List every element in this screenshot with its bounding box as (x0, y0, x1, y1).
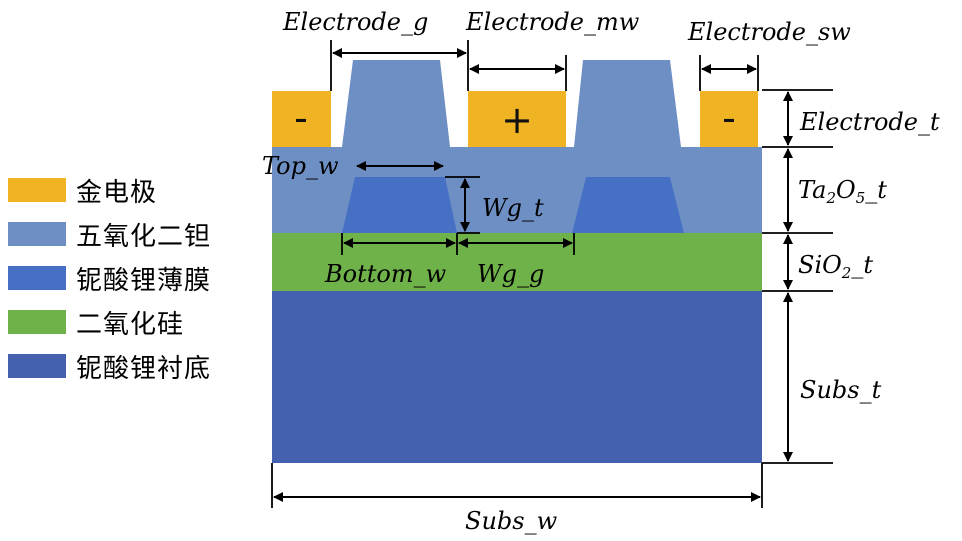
dimension-arrows (273, 48, 793, 502)
subs-w-label: Subs_w (465, 507, 558, 535)
legend-item-ln-film: 铌酸锂薄膜 (8, 260, 211, 296)
legend-label-sio2: 二氧化硅 (76, 309, 185, 340)
electrode-middle (468, 91, 566, 147)
wg-g-label: Wg_g (477, 260, 544, 288)
ta2o5-ridge-left (342, 60, 450, 147)
legend: 金电极 五氧化二钽 铌酸锂薄膜 二氧化硅 铌酸锂衬底 (8, 172, 211, 392)
legend-swatch-substrate (8, 354, 66, 378)
legend-swatch-sio2 (8, 310, 66, 334)
legend-item-substrate: 铌酸锂衬底 (8, 348, 211, 384)
ln-waveguide-left (342, 177, 457, 233)
ta2o5-ridge-right (574, 60, 681, 147)
top-w-label: Top_w (262, 152, 339, 180)
electrode-left (272, 91, 331, 147)
electrode-right (700, 91, 758, 147)
legend-item-ta2o5: 五氧化二钽 (8, 216, 211, 252)
legend-swatch-ta2o5 (8, 222, 66, 246)
legend-label-gold: 金电极 (76, 177, 158, 208)
electrode-sw-label: Electrode_sw (687, 18, 851, 46)
wg-t-label: Wg_t (482, 194, 544, 222)
legend-label-ta2o5: 五氧化二钽 (76, 221, 212, 252)
legend-label-ln-film: 铌酸锂薄膜 (76, 265, 212, 296)
bottom-w-label: Bottom_w (324, 260, 447, 288)
electrode-t-label: Electrode_t (799, 108, 940, 136)
electrode-left-sign: - (294, 96, 308, 140)
subs-t-label: Subs_t (800, 376, 882, 404)
electrode-mw-label: Electrode_mw (465, 8, 640, 36)
extension-lines (271, 40, 833, 508)
electrode-middle-sign: + (501, 98, 533, 142)
legend-item-gold: 金电极 (8, 172, 211, 208)
legend-item-sio2: 二氧化硅 (8, 304, 211, 340)
electrode-g-label: Electrode_g (282, 8, 428, 36)
sio2-t-label: SiO2_t (798, 251, 873, 282)
electrode-right-sign: - (722, 96, 736, 140)
ta2o5-t-label: Ta2O5_t (798, 176, 887, 207)
substrate-layer (272, 291, 762, 463)
legend-swatch-ln-film (8, 266, 66, 290)
ln-waveguide-right (572, 177, 684, 233)
legend-label-substrate: 铌酸锂衬底 (76, 353, 212, 384)
legend-swatch-gold (8, 178, 66, 202)
